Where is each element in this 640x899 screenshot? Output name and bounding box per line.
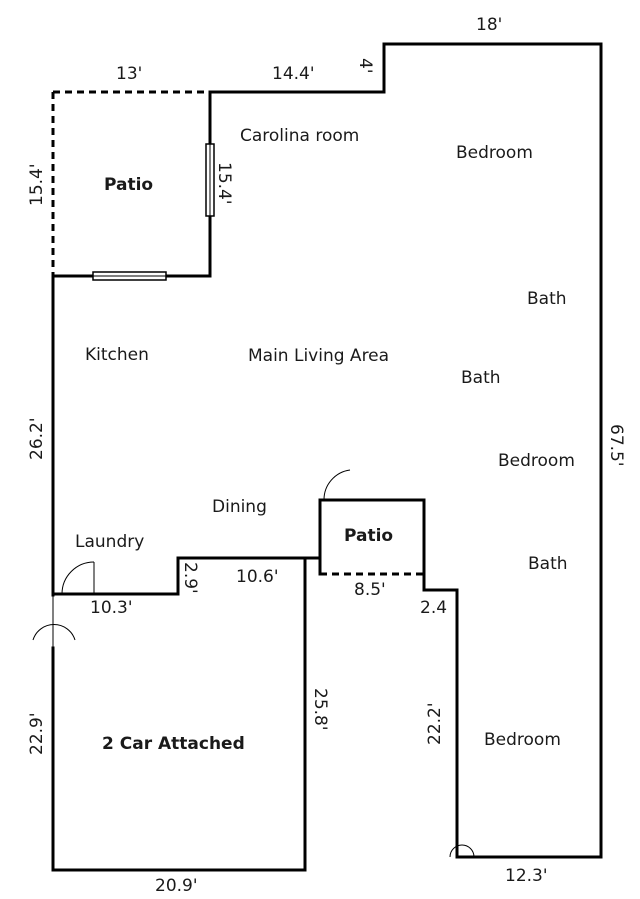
sliding-door-patio-right bbox=[205, 143, 215, 217]
door-marker-bottom bbox=[449, 844, 475, 858]
dim-garage-right-25-8: 25.8' bbox=[310, 688, 330, 731]
room-label-bedroom-mid: Bedroom bbox=[498, 451, 575, 471]
dim-patio-8-5: 8.5' bbox=[354, 580, 386, 600]
dim-patio-right-15-4: 15.4' bbox=[214, 162, 234, 205]
room-label-garage: 2 Car Attached bbox=[102, 734, 245, 754]
dim-laundry-2-9: 2.9' bbox=[180, 562, 200, 594]
dim-bottom-12-3: 12.3' bbox=[505, 866, 548, 886]
room-label-dining: Dining bbox=[212, 497, 267, 517]
dim-right-67-5: 67.5' bbox=[606, 424, 626, 467]
room-label-bath-2: Bath bbox=[461, 368, 501, 388]
room-label-patio-mid: Patio bbox=[344, 526, 393, 546]
room-label-laundry: Laundry bbox=[75, 532, 144, 552]
room-label-bath-1: Bath bbox=[527, 289, 567, 309]
room-label-bath-3: Bath bbox=[528, 554, 568, 574]
door-swing-laundry bbox=[61, 561, 95, 595]
room-label-patio-top: Patio bbox=[104, 175, 153, 195]
dim-top-18: 18' bbox=[476, 15, 502, 35]
dim-dining-10-6: 10.6' bbox=[236, 567, 279, 587]
dim-garage-left-22-9: 22.9' bbox=[27, 712, 47, 755]
door-swing-patio bbox=[323, 469, 354, 501]
room-label-bedroom-top: Bedroom bbox=[456, 143, 533, 163]
dim-bedroom-left-22-2: 22.2' bbox=[425, 702, 445, 745]
dim-step-2-4: 2.4 bbox=[420, 598, 447, 618]
dim-laundry-10-3: 10.3' bbox=[90, 598, 133, 618]
room-label-kitchen: Kitchen bbox=[85, 345, 149, 365]
sliding-door-patio-bottom bbox=[92, 271, 167, 281]
room-label-main-living: Main Living Area bbox=[248, 346, 389, 366]
dim-patio-left-15-4: 15.4' bbox=[27, 163, 47, 206]
dim-top-13: 13' bbox=[116, 64, 142, 84]
dashed-walls bbox=[51, 90, 424, 576]
dim-bottom-20-9: 20.9' bbox=[155, 876, 198, 896]
room-label-bedroom-bottom: Bedroom bbox=[484, 730, 561, 750]
door-swing-garage bbox=[32, 596, 76, 648]
dim-step-4: 4' bbox=[355, 58, 375, 74]
dim-top-14-4: 14.4' bbox=[272, 64, 315, 84]
dim-left-26-2: 26.2' bbox=[27, 417, 47, 460]
room-label-carolina: Carolina room bbox=[240, 126, 359, 146]
